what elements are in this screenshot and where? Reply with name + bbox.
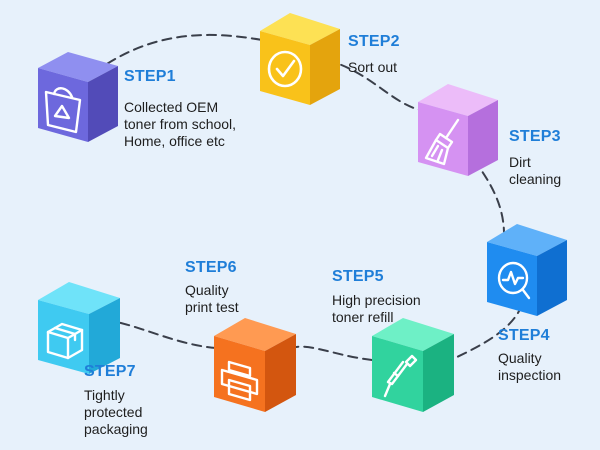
cube-top-face xyxy=(372,318,454,351)
cube-side-face xyxy=(468,100,498,176)
broom-icon xyxy=(424,118,460,166)
cube-side-face xyxy=(88,66,118,142)
step1-description: Collected OEM toner from school, Home, o… xyxy=(124,99,237,149)
step4-cube xyxy=(487,224,567,316)
cube-front-face xyxy=(38,68,88,142)
step6-title: STEP6 xyxy=(185,259,237,276)
cube-top-face xyxy=(38,52,118,82)
cube-top-face xyxy=(487,224,567,256)
step6-cube xyxy=(214,318,296,412)
package-box-icon xyxy=(46,322,84,360)
recycle-bag-icon xyxy=(44,87,82,134)
cube-side-face xyxy=(537,240,567,316)
checkmark-circle-icon xyxy=(267,50,303,88)
step1-cube xyxy=(38,52,118,142)
cube-side-face xyxy=(265,334,296,412)
step4-title: STEP4 xyxy=(498,327,550,344)
step7-description: Tightly protected packaging xyxy=(84,387,148,437)
step5-cube xyxy=(372,318,454,412)
cube-top-face xyxy=(214,318,296,351)
step2-description: Sort out xyxy=(348,59,398,75)
step2-title: STEP2 xyxy=(348,33,400,50)
cube-front-face xyxy=(418,102,468,176)
printer-icon xyxy=(220,360,259,402)
cube-side-face xyxy=(89,298,120,374)
step5-title: STEP5 xyxy=(332,268,384,285)
step7-title: STEP7 xyxy=(84,363,136,380)
step7-cube xyxy=(38,282,120,374)
cube-front-face xyxy=(487,242,537,316)
step3-description: Dirt cleaning xyxy=(509,154,562,187)
step2-cube xyxy=(260,13,340,105)
step4-description: Quality inspection xyxy=(498,350,562,383)
cube-front-face xyxy=(372,336,423,412)
cube-top-face xyxy=(418,84,498,116)
pen-refill-icon xyxy=(383,354,418,398)
cube-side-face xyxy=(310,29,340,105)
step5-description: High precision toner refill xyxy=(332,292,421,325)
step3-cube xyxy=(418,84,498,176)
step6-description: Quality print test xyxy=(185,282,239,315)
cube-top-face xyxy=(38,282,120,314)
step1-title: STEP1 xyxy=(124,68,176,85)
cube-front-face xyxy=(260,31,310,105)
step3-title: STEP3 xyxy=(509,128,561,145)
cube-side-face xyxy=(423,334,454,412)
cube-top-face xyxy=(260,13,340,45)
magnifier-pulse-icon xyxy=(497,261,531,300)
